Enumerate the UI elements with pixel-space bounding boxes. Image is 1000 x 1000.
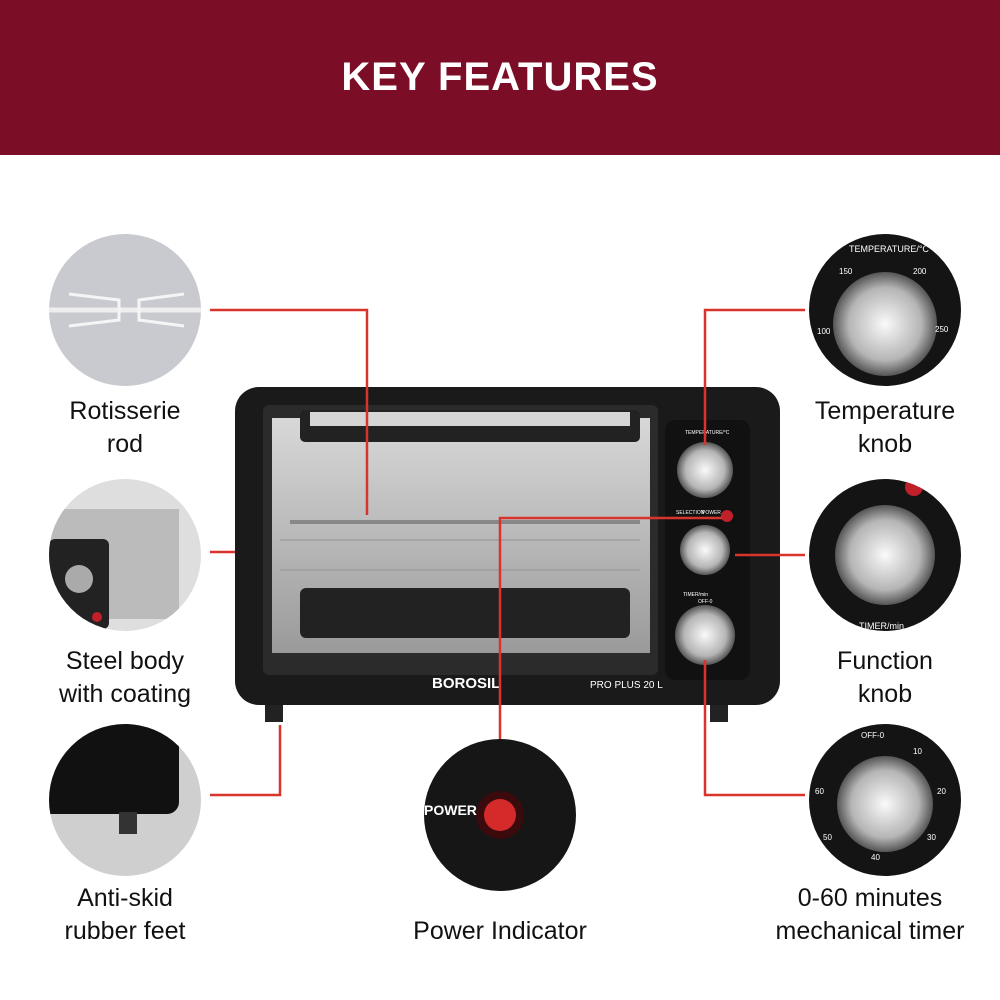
line-power	[498, 516, 722, 740]
oven-model: PRO PLUS 20 L	[590, 680, 663, 691]
panel-label-timer: TIMER/min	[683, 592, 708, 598]
oven-brand: BOROSIL	[432, 675, 500, 692]
power-panel-text: POWER	[424, 802, 477, 818]
scale-10: 10	[913, 747, 922, 756]
scale-50: 50	[823, 833, 832, 842]
steel-body-icon	[49, 479, 201, 631]
scale-off: OFF-0	[861, 731, 885, 740]
power-indicator-icon: POWER	[424, 739, 576, 891]
line-temperature	[703, 308, 805, 445]
label-power-indicator: Power Indicator	[413, 917, 587, 945]
scale-100: 100	[817, 327, 831, 336]
panel-label-off: OFF-0	[698, 599, 713, 605]
line-rotisserie	[210, 308, 369, 515]
scale-60: 60	[815, 787, 824, 796]
page-title: KEY FEATURES	[341, 55, 659, 99]
scale-30: 30	[927, 833, 936, 842]
panel-label-temperature: TEMPERATURE/°C	[685, 430, 730, 436]
rotisserie-rod-icon	[49, 234, 201, 386]
rubber-feet-icon	[49, 724, 201, 876]
scale-150: 150	[839, 267, 853, 276]
function-knob-icon: TIMER/min	[809, 479, 961, 631]
header-banner: KEY FEATURES	[0, 0, 1000, 155]
panel-label-power: POWER	[702, 510, 721, 516]
timer-scale-label: TIMER/min	[859, 621, 904, 631]
temperature-knob-icon: TEMPERATURE/°C 100 150 200 250	[809, 234, 961, 386]
scale-40: 40	[871, 853, 880, 862]
line-timer	[703, 660, 805, 797]
scale-20: 20	[937, 787, 946, 796]
scale-200: 200	[913, 267, 927, 276]
line-feet	[210, 725, 282, 797]
panel-label-selection: SELECTION	[676, 510, 705, 516]
temperature-scale-title: TEMPERATURE/°C	[849, 244, 929, 254]
scale-250: 250	[935, 325, 949, 334]
timer-knob-icon: OFF-0 10 20 30 40 50 60	[809, 724, 961, 876]
